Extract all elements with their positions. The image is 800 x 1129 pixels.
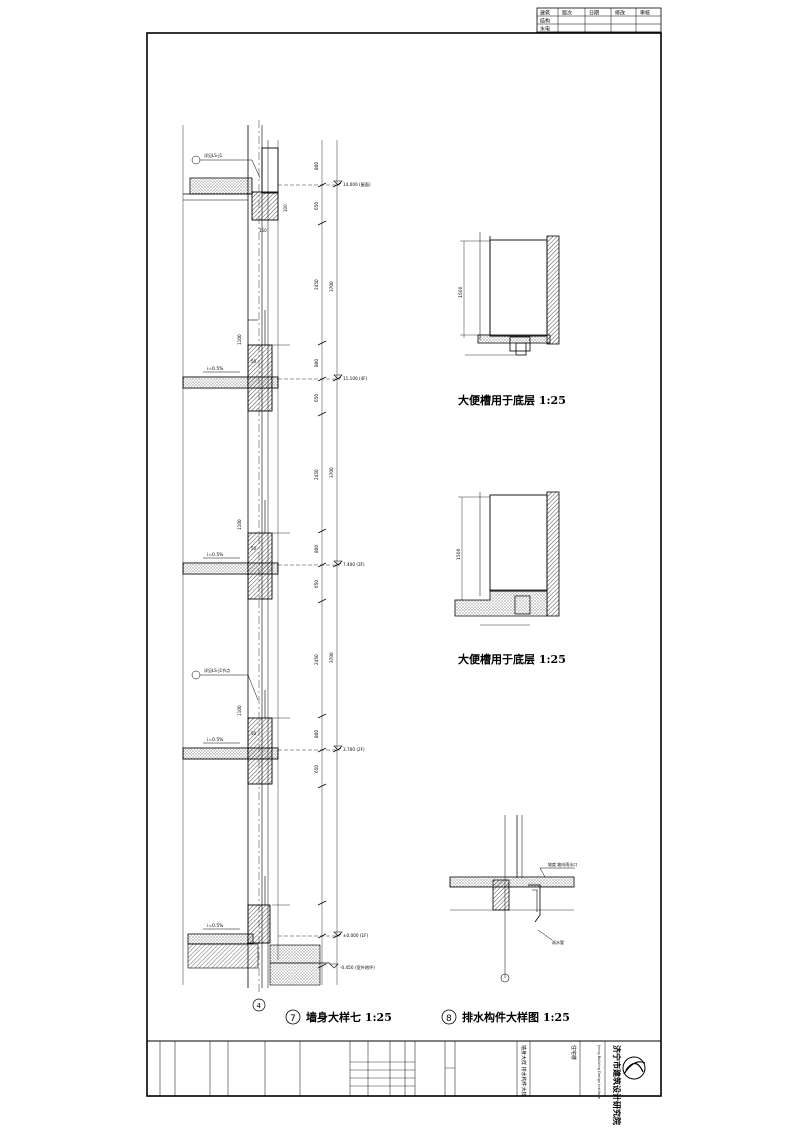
caption-c: 8 排水构件大样图 1:25 <box>441 1009 570 1025</box>
dim-segment: 2450 <box>314 654 319 665</box>
wall-section <box>182 120 343 1012</box>
level-label: 14.000 (屋面) <box>343 182 371 188</box>
detail-a <box>460 232 560 356</box>
project-name: 住宅楼 <box>570 1045 577 1060</box>
title-block <box>146 1040 662 1097</box>
note-text: 雨水管 <box>552 939 564 945</box>
dim-segment: 650 <box>314 202 319 210</box>
caption-ref: 7 <box>290 1014 296 1024</box>
detail-dim: 1500 <box>456 548 462 560</box>
revision-row-label: 建筑 <box>540 10 550 17</box>
dim-segment: 800 <box>314 162 319 170</box>
revision-header: 审核 <box>640 10 650 17</box>
institute-name-en: Jining Building Design Institute <box>597 1044 601 1099</box>
level-label: -0.450 (室外地坪) <box>340 964 375 971</box>
small-dim: 50 <box>251 546 257 551</box>
dim-segment: 2450 <box>314 469 319 480</box>
dim-segment: 650 <box>314 580 319 588</box>
dim-total: 3700 <box>329 652 334 663</box>
detail-b <box>454 491 560 626</box>
dim-segment: 650 <box>314 394 319 402</box>
small-dim: 150 <box>259 228 267 233</box>
note-text: 详见LS-J1节点 <box>204 667 230 673</box>
rail-dim: 1100 <box>237 334 242 345</box>
floor-slab-4f <box>182 319 279 412</box>
dim-segment: 800 <box>314 545 319 553</box>
caption-b: 7 墙身大样七 1:25 <box>285 1009 392 1025</box>
detail-dim: 1500 <box>458 286 464 298</box>
slope-label: i=0.5% <box>207 923 224 929</box>
level-label: 3.700 (2F) <box>343 747 365 752</box>
caption-title: 墙身大样七 1:25 <box>306 1010 392 1024</box>
detail-c <box>449 815 575 983</box>
revision-header: 日期 <box>589 11 599 17</box>
note-text: 详见LS-J1 <box>204 152 223 158</box>
note-text: 坡度 坡向雨水口 <box>548 861 577 867</box>
dim-total: 3700 <box>329 467 334 478</box>
small-dim: 50 <box>251 359 257 364</box>
detail-caption: 大便槽用于底层 1:25 <box>458 393 566 407</box>
level-label: 11.100 (4F) <box>343 376 368 381</box>
dim-segment: 800 <box>314 359 319 367</box>
floor-slab-2f <box>182 717 279 785</box>
institute-name: 济宁市建筑设计研究院 <box>612 1045 622 1125</box>
level-label: ±0.000 (1F) <box>343 933 369 938</box>
dim-segment: 650 <box>314 765 319 773</box>
revision-table: 版次 日期 修改 审核 建筑 结构 水电 <box>536 7 662 33</box>
dimension-chain: 800 650 2450 800 650 2450 800 650 2450 8… <box>314 162 334 773</box>
revision-row-label: 水电 <box>540 26 550 33</box>
revision-header: 版次 <box>562 10 572 17</box>
drawing-name: 墙身大样 排水构件大样 <box>520 1045 527 1097</box>
level-label: 7.400 (3F) <box>343 562 365 567</box>
rail-dim: 1100 <box>237 705 242 716</box>
dim-segment: 2450 <box>314 279 319 290</box>
small-dim: 100 <box>283 204 288 212</box>
dim-total: 3700 <box>329 281 334 292</box>
revision-header: 修改 <box>615 10 625 17</box>
slope-label: i=0.5% <box>207 552 224 558</box>
rail-dim: 1100 <box>237 519 242 530</box>
slope-label: i=0.5% <box>207 366 224 372</box>
detail-caption: 大便槽用于底层 1:25 <box>458 652 566 666</box>
caption-title: 排水构件大样图 1:25 <box>462 1010 570 1024</box>
institute-logo <box>622 1056 646 1080</box>
dim-segment: 800 <box>314 730 319 738</box>
caption-ref: 8 <box>446 1014 452 1024</box>
floor-slab-3f <box>182 532 279 600</box>
axis-label: 4 <box>257 1002 262 1010</box>
ground-floor <box>187 904 330 986</box>
revision-row-label: 结构 <box>540 18 550 25</box>
small-dim: 50 <box>251 731 257 736</box>
slope-label: i=0.5% <box>207 737 224 743</box>
